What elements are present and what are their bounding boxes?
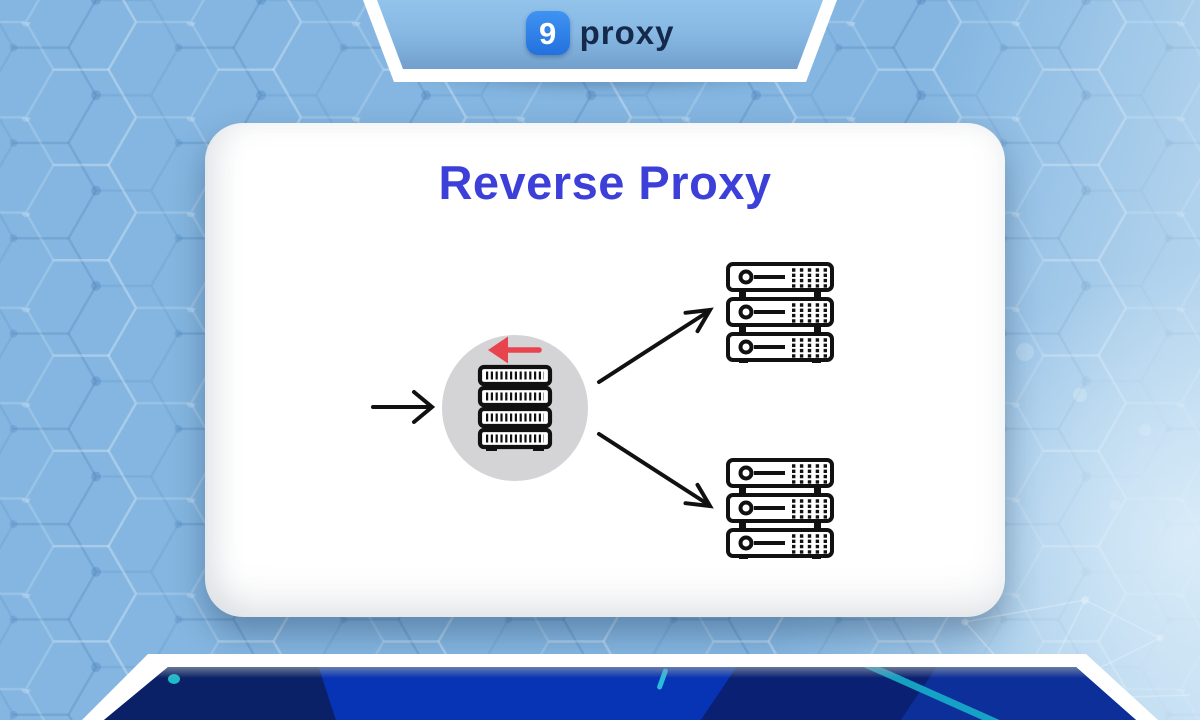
backend-server-bottom-icon: [728, 460, 832, 559]
banner-teal-dot: [168, 674, 180, 684]
response-arrow-icon: [488, 336, 542, 364]
logo-mark-glyph: 9: [538, 15, 557, 51]
client-request-arrow-icon: [371, 390, 436, 424]
backend-server-top-icon: [728, 264, 832, 363]
brand-logo: 9 proxy: [0, 11, 1200, 55]
page-title: Reverse Proxy: [438, 156, 772, 209]
top-banner: [377, 0, 823, 69]
proxy-to-server-bottom-arrow-icon: [597, 432, 714, 509]
banner-inner-shadow: [104, 667, 1136, 678]
bottom-banner: [104, 667, 1136, 720]
logo-9-icon: 9: [525, 11, 570, 55]
reverse-proxy-server-icon: [480, 367, 550, 451]
proxy-to-server-top-arrow-icon: [597, 307, 714, 384]
diagram-card: Reverse Proxy: [205, 123, 1005, 617]
logo-wordmark: proxy: [579, 14, 675, 51]
reverse-proxy-diagram: [371, 123, 1005, 617]
